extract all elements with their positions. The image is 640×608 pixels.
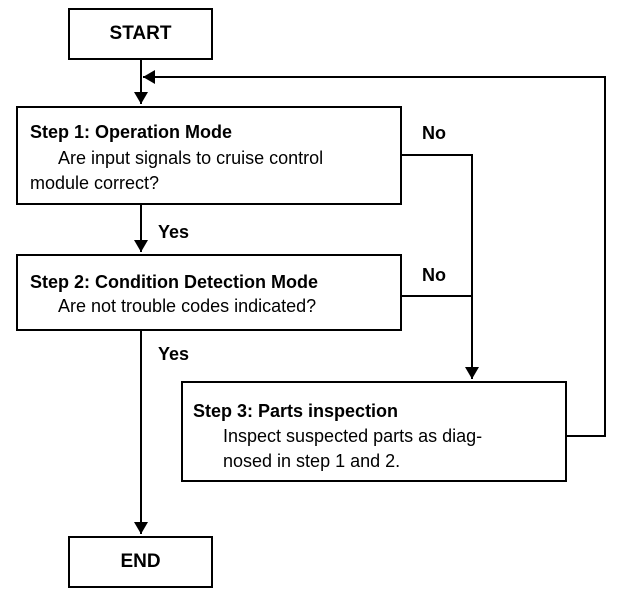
step1-box: Step 1: Operation Mode Are input signals… (16, 106, 402, 205)
start-terminal: START (68, 8, 213, 60)
end-label: END (120, 551, 161, 572)
step2-no-label: No (422, 265, 446, 285)
step1-question-line1: Are input signals to cruise control (58, 148, 324, 168)
step1-question-line2: module correct? (30, 173, 160, 193)
step2-yes-label: Yes (158, 344, 190, 364)
step3-box: Step 3: Parts inspection Inspect suspect… (181, 381, 567, 482)
connector-step1-no (402, 154, 473, 296)
step2-box: Step 2: Condition Detection Mode Are not… (16, 254, 402, 331)
end-terminal: END (68, 536, 213, 588)
step3-title: Step 3: Parts inspection (193, 401, 399, 421)
start-label: START (109, 23, 172, 44)
step1-no-label: No (422, 123, 446, 143)
connector-step3-loop-back (143, 70, 606, 437)
step3-action-line1: Inspect suspected parts as diag- (223, 426, 483, 446)
step1-yes-label: Yes (158, 222, 190, 242)
step3-action-line2: nosed in step 1 and 2. (223, 451, 401, 471)
step1-title: Step 1: Operation Mode (30, 122, 233, 142)
step2-title: Step 2: Condition Detection Mode (30, 272, 318, 292)
step2-question-line1: Are not trouble codes indicated? (58, 296, 317, 316)
